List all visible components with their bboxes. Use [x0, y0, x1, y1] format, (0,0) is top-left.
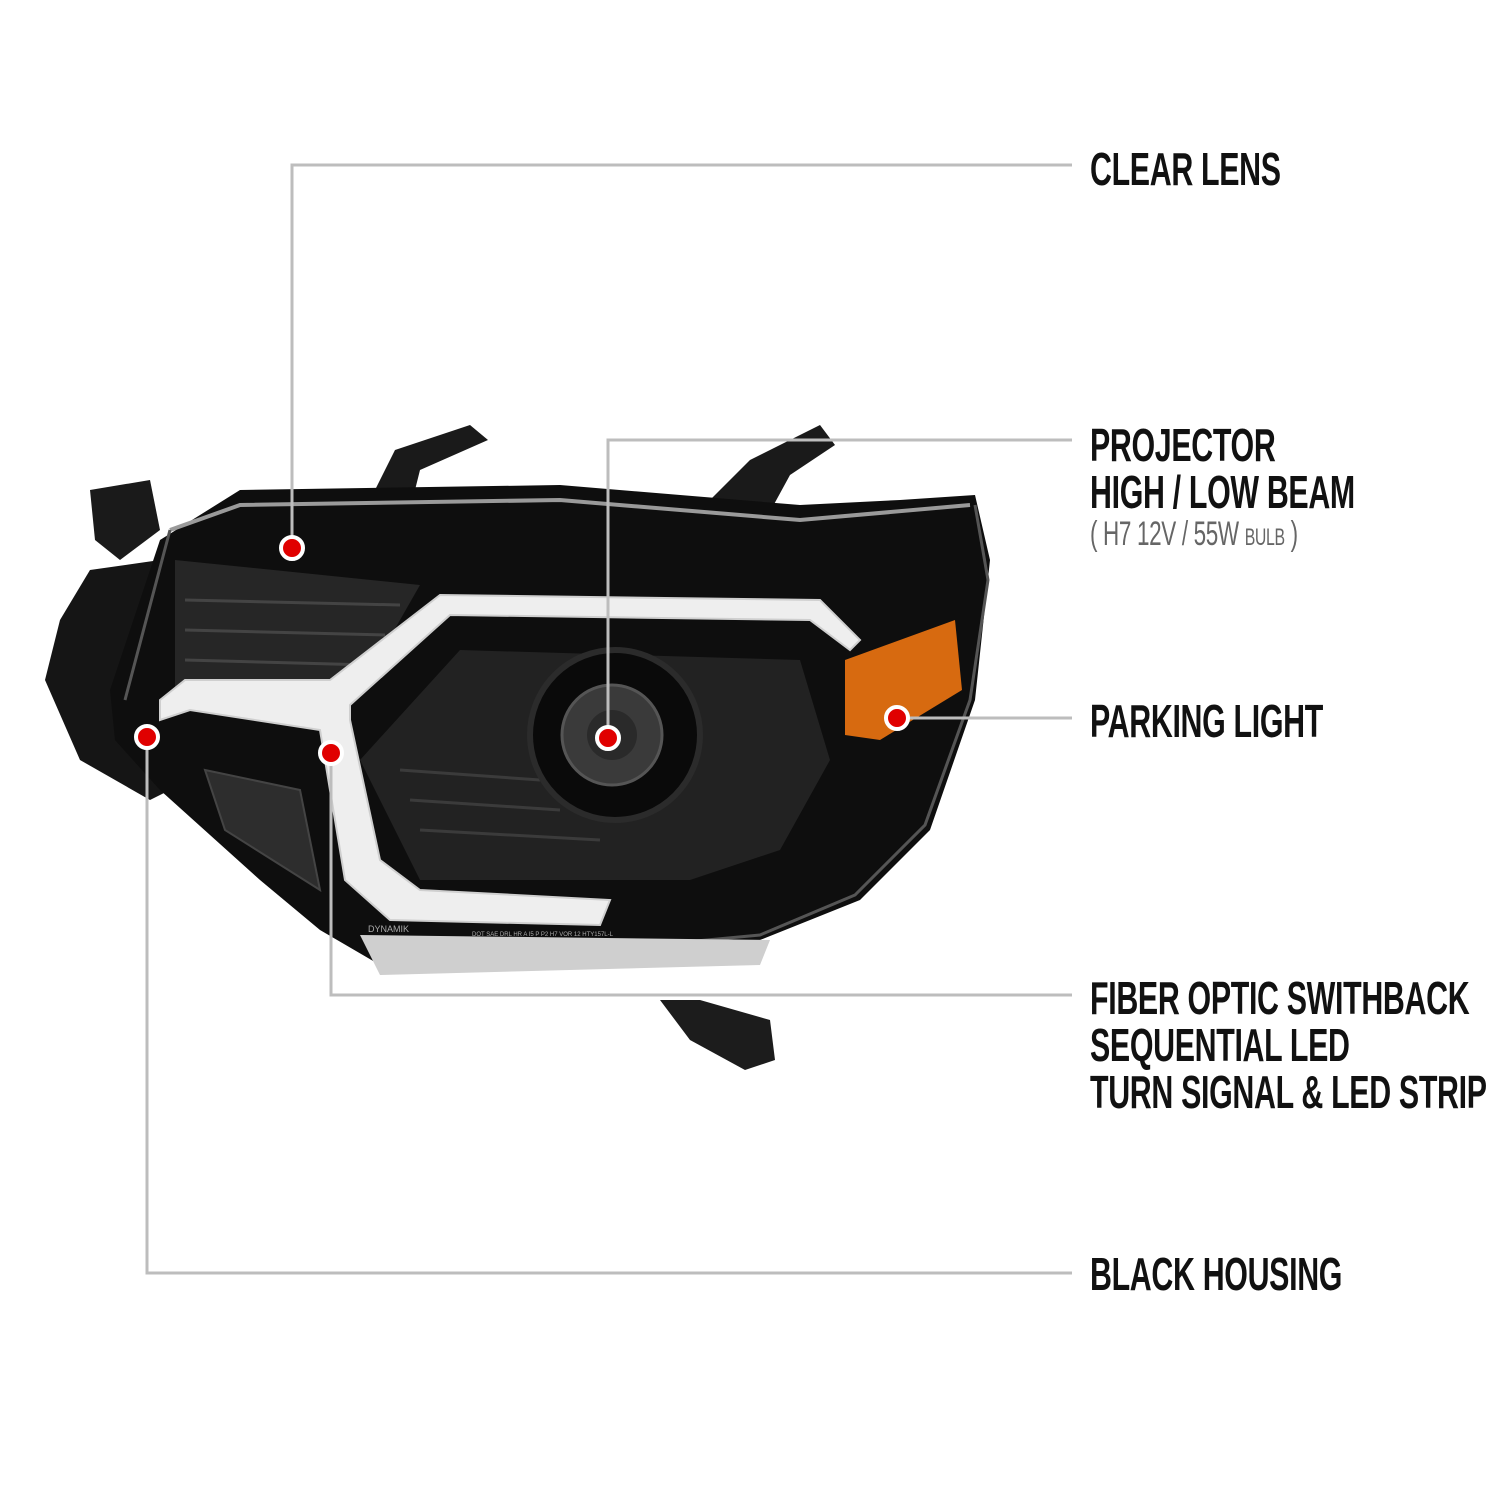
dot-marking: DOT SAE DRL HR A I5 P P2 H7 VOR 12 HTY15…: [472, 932, 614, 938]
fiber-leader: [329, 753, 1072, 997]
label-line: TURN SIGNAL & LED STRIP: [1090, 1066, 1487, 1118]
marker-projector: [595, 725, 621, 751]
label-line: SEQUENTIAL LED: [1090, 1019, 1350, 1071]
bottom-lens-strip: [360, 935, 770, 975]
fin-lines: [184, 598, 401, 667]
bay-lines: [399, 768, 601, 842]
spec-bulb: BULB: [1244, 524, 1285, 551]
bottom-bracket: [660, 1000, 775, 1070]
logo-marking: DYNAMIK: [368, 924, 409, 934]
projector-leader: [606, 438, 1072, 738]
label-line: CLEAR LENS: [1090, 143, 1281, 195]
led-strip: [159, 593, 862, 927]
bulb-spec: ( H7 12V / 55W BULB ): [1090, 516, 1355, 556]
lower-grille: [203, 768, 322, 893]
label-clear-lens: CLEAR LENS: [1090, 146, 1281, 193]
label-housing: BLACK HOUSING: [1090, 1251, 1342, 1298]
clear-lens-leader: [290, 163, 1072, 548]
label-line: FIBER OPTIC SWITHBACK: [1090, 972, 1470, 1024]
marker-fiber: [318, 740, 344, 766]
label-parking: PARKING LIGHT: [1090, 698, 1323, 745]
amber-parking-lens: [845, 620, 962, 740]
spec-text: ( H7 12V / 55W: [1090, 515, 1239, 553]
label-line: PROJECTOR: [1090, 419, 1276, 471]
side-bracket: [90, 480, 160, 560]
label-projector: PROJECTOR HIGH / LOW BEAM ( H7 12V / 55W…: [1090, 422, 1355, 556]
label-line: BLACK HOUSING: [1090, 1248, 1343, 1300]
marker-parking: [884, 705, 910, 731]
callout-lines: [145, 163, 1072, 1275]
label-line: HIGH / LOW BEAM: [1090, 466, 1355, 518]
marker-housing: [134, 724, 160, 750]
markers: [134, 535, 910, 766]
label-line: PARKING LIGHT: [1090, 695, 1323, 747]
housing-leader: [145, 737, 1072, 1275]
lens-top-edge: [169, 497, 971, 532]
spec-close: ): [1284, 515, 1298, 553]
label-fiber: FIBER OPTIC SWITHBACK SEQUENTIAL LED TUR…: [1090, 975, 1487, 1116]
marker-clear-lens: [279, 535, 305, 561]
